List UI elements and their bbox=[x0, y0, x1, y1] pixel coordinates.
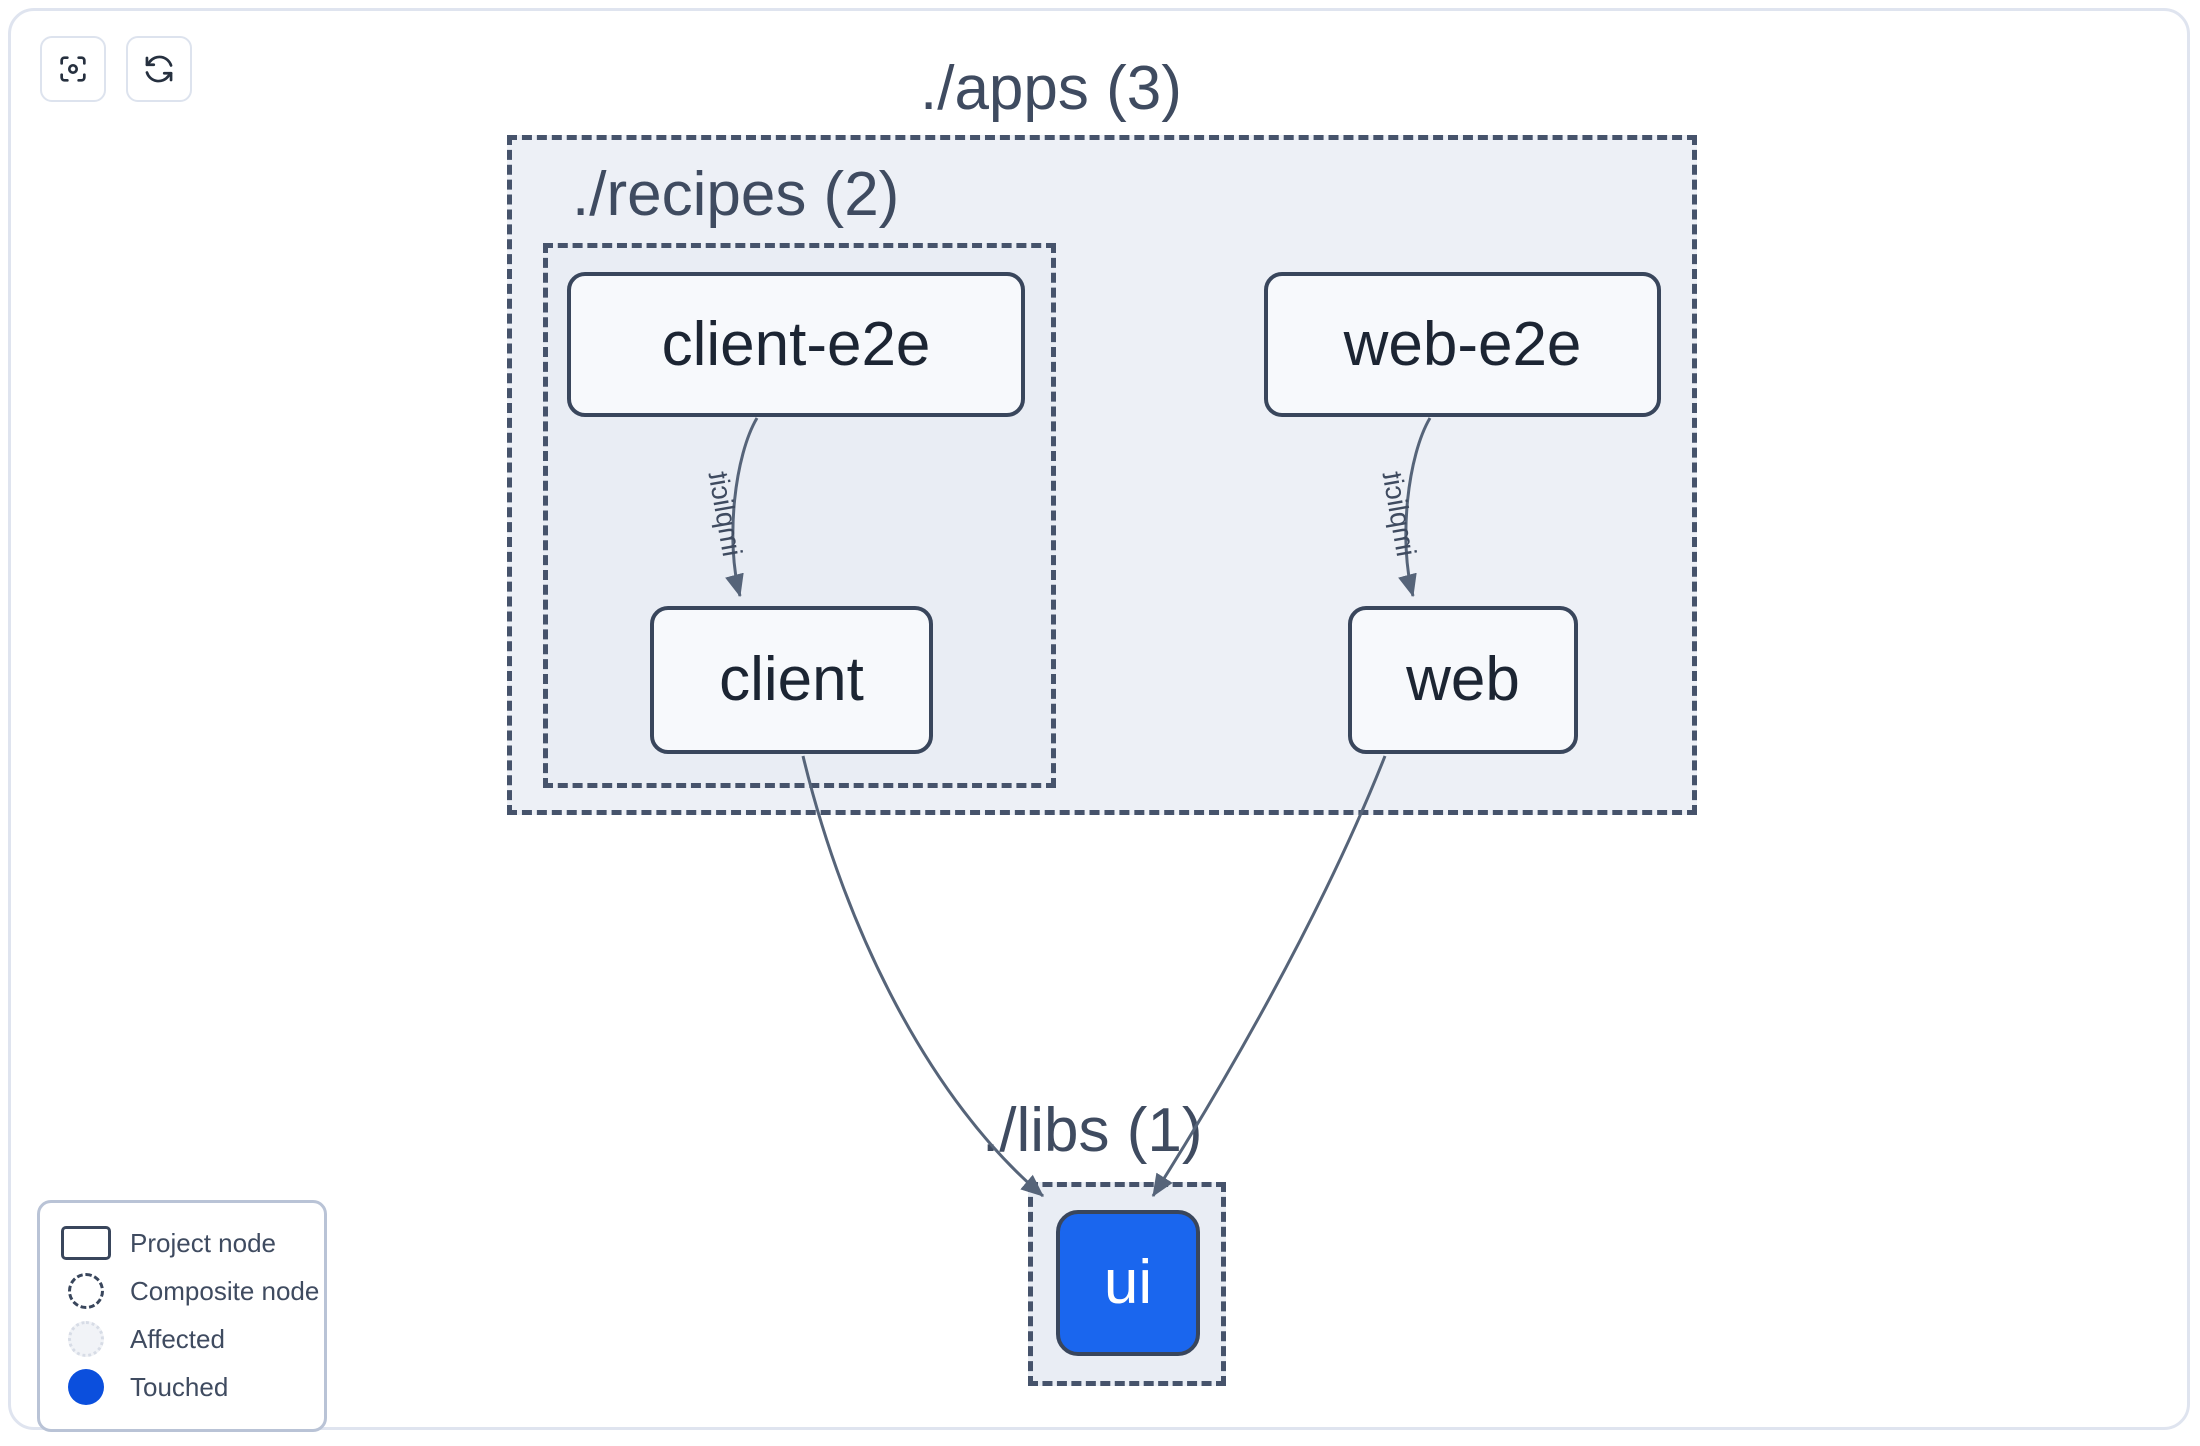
legend-label-composite-node: Composite node bbox=[130, 1276, 320, 1306]
legend-label-project-node: Project node bbox=[130, 1228, 276, 1258]
touched-swatch bbox=[58, 1369, 114, 1405]
node-client-e2e[interactable]: client-e2e bbox=[567, 272, 1025, 417]
node-web[interactable]: web bbox=[1348, 606, 1578, 754]
group-apps-label: ./apps (3) bbox=[920, 54, 1182, 123]
graph-legend: Project node Composite node Affected Tou… bbox=[37, 1200, 327, 1432]
legend-item-composite-node: Composite node bbox=[58, 1267, 319, 1315]
node-web-e2e[interactable]: web-e2e bbox=[1264, 272, 1661, 417]
affected-swatch bbox=[58, 1321, 114, 1357]
refresh-sync-icon bbox=[142, 52, 176, 86]
group-recipes-label: ./recipes (2) bbox=[572, 160, 900, 229]
graph-toolbar bbox=[40, 36, 192, 102]
group-libs-label: ./libs (1) bbox=[982, 1096, 1203, 1165]
refresh-graph-button[interactable] bbox=[126, 36, 192, 102]
legend-item-affected: Affected bbox=[58, 1315, 306, 1363]
composite-node-swatch bbox=[58, 1273, 114, 1309]
legend-item-touched: Touched bbox=[58, 1363, 306, 1411]
node-ui[interactable]: ui bbox=[1056, 1210, 1200, 1356]
project-node-swatch bbox=[58, 1226, 114, 1260]
legend-item-project-node: Project node bbox=[58, 1219, 306, 1267]
legend-label-touched: Touched bbox=[130, 1372, 229, 1402]
legend-label-affected: Affected bbox=[130, 1324, 225, 1354]
focus-target-icon bbox=[56, 52, 90, 86]
node-client[interactable]: client bbox=[650, 606, 933, 754]
focus-graph-button[interactable] bbox=[40, 36, 106, 102]
